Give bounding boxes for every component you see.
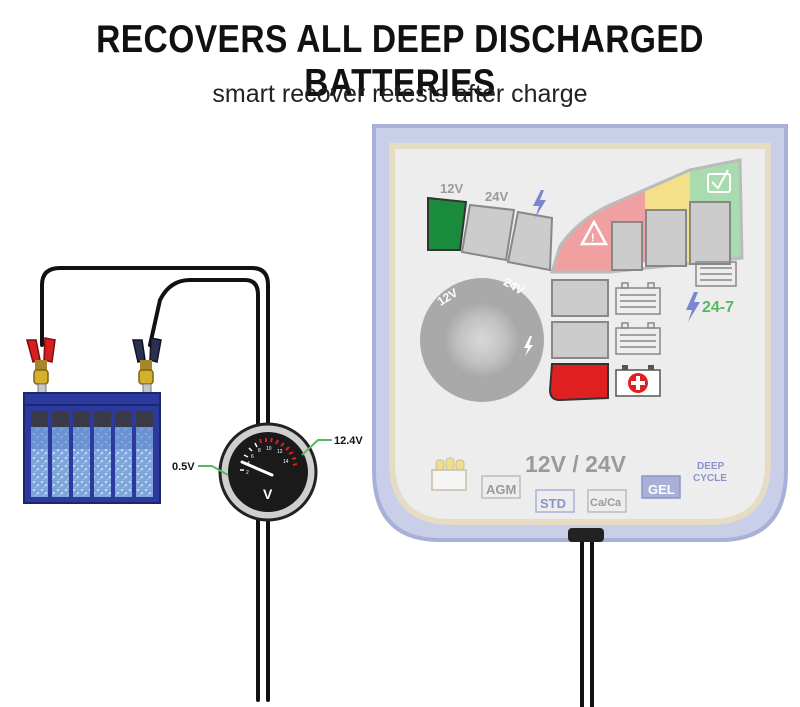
start-reading: 0.5V <box>172 461 195 473</box>
mode-button-2 <box>551 321 609 359</box>
headline: RECOVERS ALL DEEP DISCHARGED BATTERIES <box>96 18 704 105</box>
agm-label: AGM <box>486 482 516 497</box>
status-led-boost <box>506 210 554 272</box>
maintenance-label: 24-7 <box>702 299 734 316</box>
voltmeter-needle <box>240 460 274 477</box>
maintenance-lightning-icon <box>686 292 700 322</box>
tick-label: 8 <box>258 448 261 454</box>
deep-cycle-label-1: DEEP <box>697 461 725 472</box>
tick-label: 14 <box>283 459 289 465</box>
battery-icon <box>615 282 661 315</box>
reading-callouts: 0.5V 12.4V <box>172 435 363 476</box>
battery-repair-icon <box>615 365 661 397</box>
error-indicator <box>548 363 609 402</box>
status-led-24v <box>460 203 516 262</box>
voltmeter-red-arc <box>259 437 298 466</box>
std-label: STD <box>540 496 566 511</box>
charger-cable <box>40 266 594 707</box>
tick-label: 12 <box>277 449 283 455</box>
gel-label: GEL <box>648 482 675 497</box>
voltage-24-label: 24V <box>485 189 508 204</box>
tick-label: 10 <box>266 446 272 452</box>
battery-icon <box>615 322 661 355</box>
end-reading: 12.4V <box>334 435 363 447</box>
warning-icon <box>579 219 609 246</box>
charger-panel: 12V 24V ! 12V 24V <box>372 124 788 542</box>
status-led-12v <box>427 196 468 251</box>
tick-label: 2 <box>246 470 249 476</box>
voltage-12-label: 12V <box>440 181 463 196</box>
black-clamp <box>132 337 162 395</box>
svg-text:!: ! <box>591 232 595 244</box>
tick-label: 6 <box>251 454 254 460</box>
check-icon <box>707 169 731 193</box>
mode-knob: 12V 24V <box>420 275 544 402</box>
maintenance-battery-icon <box>695 261 737 287</box>
voltmeter: 2 4 6 8 10 12 14 V <box>218 422 318 522</box>
mode-button-1 <box>551 279 609 317</box>
caca-label: Ca/Ca <box>590 497 622 509</box>
battery-cells <box>31 411 153 497</box>
deep-cycle-label-2: CYCLE <box>693 473 727 484</box>
battery-type-icon <box>431 457 467 491</box>
lightning-icon <box>533 190 546 218</box>
battery <box>23 392 161 504</box>
voltage-range-label: 12V / 24V <box>525 451 627 477</box>
voltmeter-unit: V <box>263 486 273 502</box>
subheadline: smart recover retests after charge <box>212 80 588 108</box>
